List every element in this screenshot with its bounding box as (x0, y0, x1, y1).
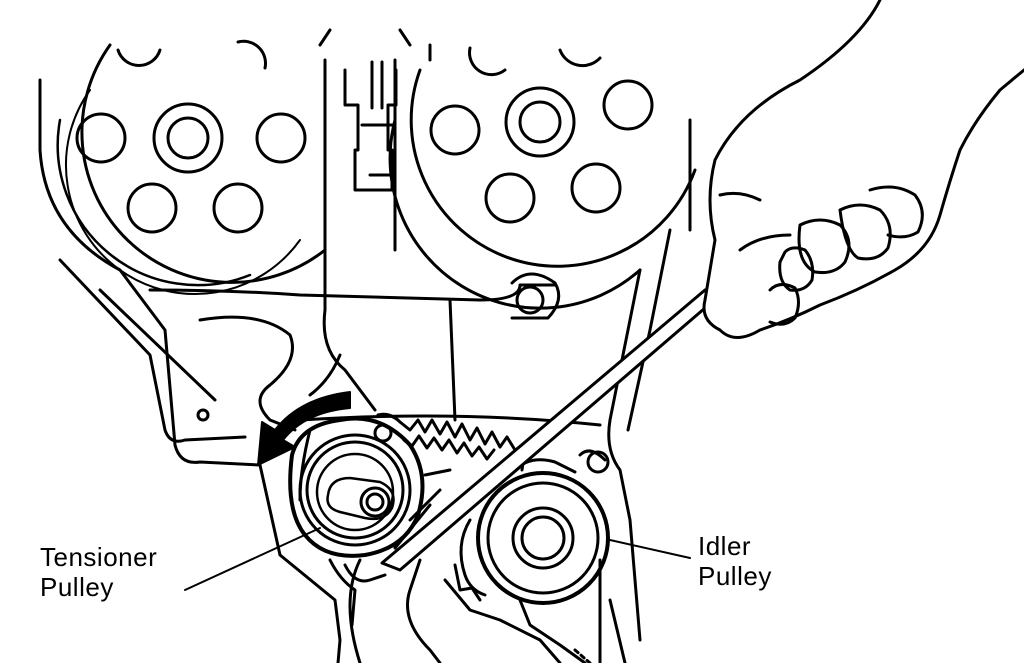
tensioner-label-line2: Pulley (40, 572, 114, 602)
idler-label-line2: Pulley (698, 561, 772, 591)
tensioner-pulley (288, 416, 425, 627)
idler-pulley (453, 449, 610, 605)
right-camshaft-sprocket (388, 43, 697, 310)
timing-belt (298, 248, 377, 502)
idler-leader-line (609, 539, 691, 559)
left-camshaft-sprocket (56, 39, 327, 296)
tensioner-leader-line (184, 527, 321, 591)
tensioner-pulley-label: Tensioner Pulley (40, 542, 157, 602)
timing-cover (38, 78, 692, 642)
hand (702, 0, 1024, 339)
lower-engine-block (258, 463, 627, 663)
leader-lines (184, 527, 691, 591)
counterclockwise-arrow-icon (257, 391, 351, 466)
center-bracket (318, 28, 412, 192)
idler-pulley-label: Idler Pulley (698, 531, 772, 591)
tensioner-label-line1: Tensioner (40, 542, 158, 572)
idler-label-line1: Idler (698, 531, 752, 561)
